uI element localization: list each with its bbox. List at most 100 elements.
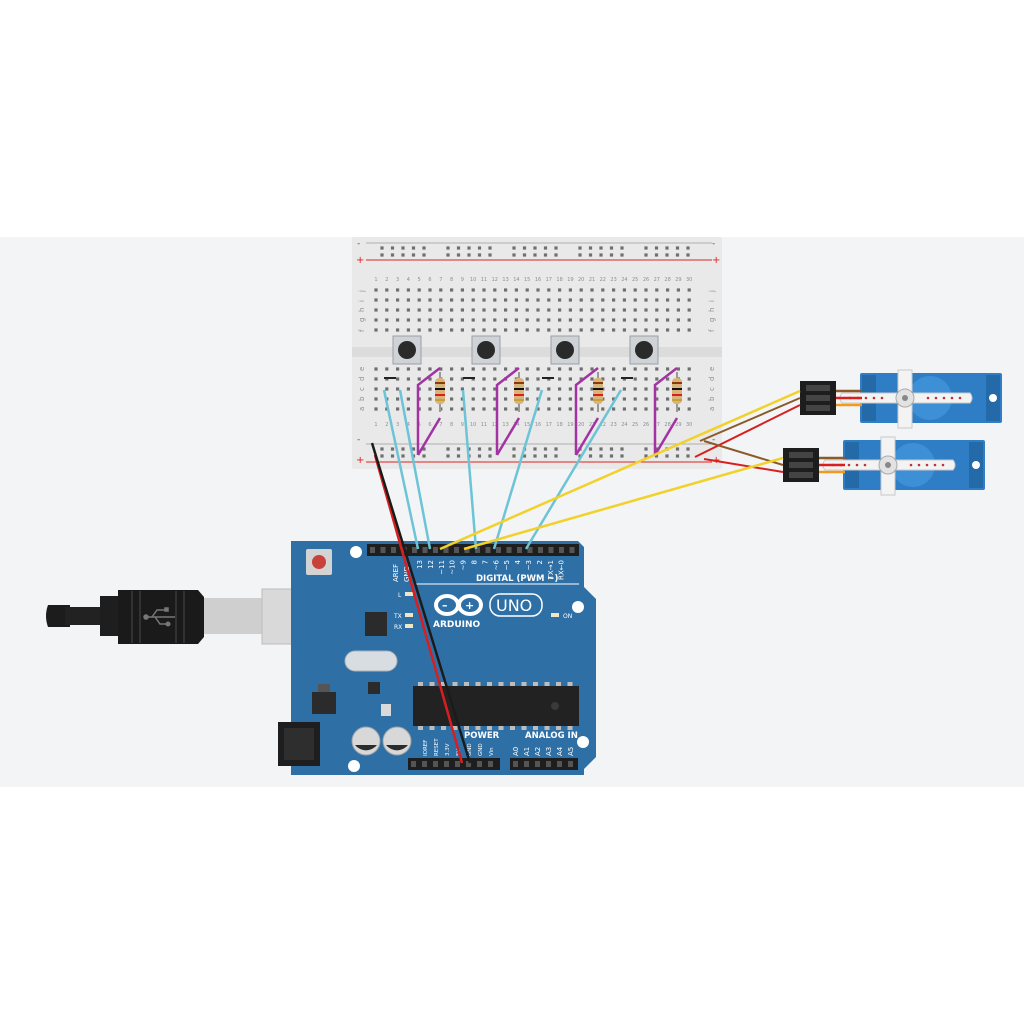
push-buttons[interactable]	[392, 335, 659, 365]
column-number: 4	[407, 277, 410, 283]
hole	[504, 387, 508, 391]
column-number: 13	[502, 422, 508, 428]
row-letter: f	[708, 329, 716, 332]
hole	[525, 367, 529, 371]
rail-hole	[554, 447, 558, 451]
hole	[547, 367, 551, 371]
hole	[687, 367, 691, 371]
hole	[590, 328, 594, 332]
rail-hole	[599, 253, 603, 257]
header-hole	[464, 547, 470, 553]
hole	[633, 318, 637, 322]
servo-connector-1[interactable]	[800, 381, 836, 415]
header-hole	[485, 547, 491, 553]
rail-hole	[620, 447, 624, 451]
hole	[460, 318, 464, 322]
hole	[396, 387, 400, 391]
hole	[417, 308, 421, 312]
row-letter: b	[358, 396, 366, 401]
servo-signal-wires[interactable]	[439, 389, 801, 551]
hole	[558, 367, 562, 371]
rail-hole	[609, 454, 614, 458]
hole	[450, 407, 454, 411]
button-signal-wires[interactable]	[382, 389, 623, 550]
rail-hole	[686, 447, 690, 451]
hole	[514, 318, 518, 322]
column-number: 11	[481, 277, 487, 283]
resistor-3[interactable]	[593, 372, 603, 412]
hole	[579, 328, 583, 332]
hole	[482, 288, 486, 292]
dc-power-jack[interactable]	[278, 722, 320, 766]
hole	[504, 407, 508, 411]
rail-hole	[456, 454, 461, 458]
hole	[374, 318, 378, 322]
hole	[676, 328, 680, 332]
resistor-4[interactable]	[672, 372, 682, 412]
hole	[568, 367, 572, 371]
hole	[406, 407, 410, 411]
push-button-1[interactable]	[392, 335, 422, 365]
hole	[644, 298, 648, 302]
chip-pin	[418, 726, 423, 730]
hole	[579, 377, 583, 381]
servo-motor-1[interactable]	[839, 369, 1002, 429]
aref-label: AREF	[392, 564, 400, 582]
column-number: 2	[385, 422, 388, 428]
hole	[558, 397, 562, 401]
chip-pin	[521, 726, 527, 730]
hole	[644, 318, 648, 322]
chip-pin	[544, 682, 550, 686]
column-number: 25	[632, 277, 638, 283]
hole	[493, 318, 497, 322]
servo-connector-2[interactable]	[783, 448, 819, 482]
resistor-1[interactable]	[435, 372, 445, 412]
hole	[687, 377, 691, 381]
hole	[471, 288, 475, 292]
digital-pin-label: RX←0	[558, 560, 566, 580]
digital-pin-label: 8	[471, 560, 479, 564]
header-hole	[513, 761, 518, 767]
push-button-3[interactable]	[550, 335, 580, 365]
hole	[450, 308, 454, 312]
hole	[612, 328, 616, 332]
bottom-rail-minus-left: -	[357, 435, 360, 445]
hole	[406, 288, 410, 292]
resistors[interactable]	[435, 372, 682, 412]
push-button-2[interactable]	[471, 335, 501, 365]
rail-hole	[390, 253, 395, 257]
header-hole	[433, 547, 438, 553]
row-letter: c	[708, 387, 716, 391]
rail-hole	[686, 246, 690, 250]
reset-button[interactable]	[306, 549, 332, 575]
rail-hole	[665, 253, 669, 257]
hole	[406, 328, 410, 332]
push-button-4[interactable]	[629, 335, 659, 365]
hole	[450, 367, 454, 371]
hole	[666, 328, 670, 332]
resistor-2[interactable]	[514, 372, 524, 412]
power-wires[interactable]	[370, 442, 472, 764]
row-letter: f	[358, 329, 366, 332]
hole	[579, 387, 583, 391]
chip-pin	[429, 726, 435, 730]
hole	[644, 367, 648, 371]
hole	[493, 328, 497, 332]
digital-pin-label: ~10	[449, 560, 457, 575]
header-hole	[517, 547, 522, 553]
hole	[385, 367, 389, 371]
rail-hole	[599, 454, 603, 458]
rail-hole	[554, 454, 558, 458]
hole	[590, 387, 594, 391]
hole	[676, 407, 680, 411]
hole	[644, 407, 648, 411]
purple-wires[interactable]	[416, 367, 679, 456]
hole	[525, 407, 529, 411]
servo-motor-2[interactable]	[822, 436, 985, 496]
hole	[558, 328, 562, 332]
hole	[482, 318, 486, 322]
hole	[504, 288, 508, 292]
usb-cable-icon[interactable]	[46, 588, 309, 645]
